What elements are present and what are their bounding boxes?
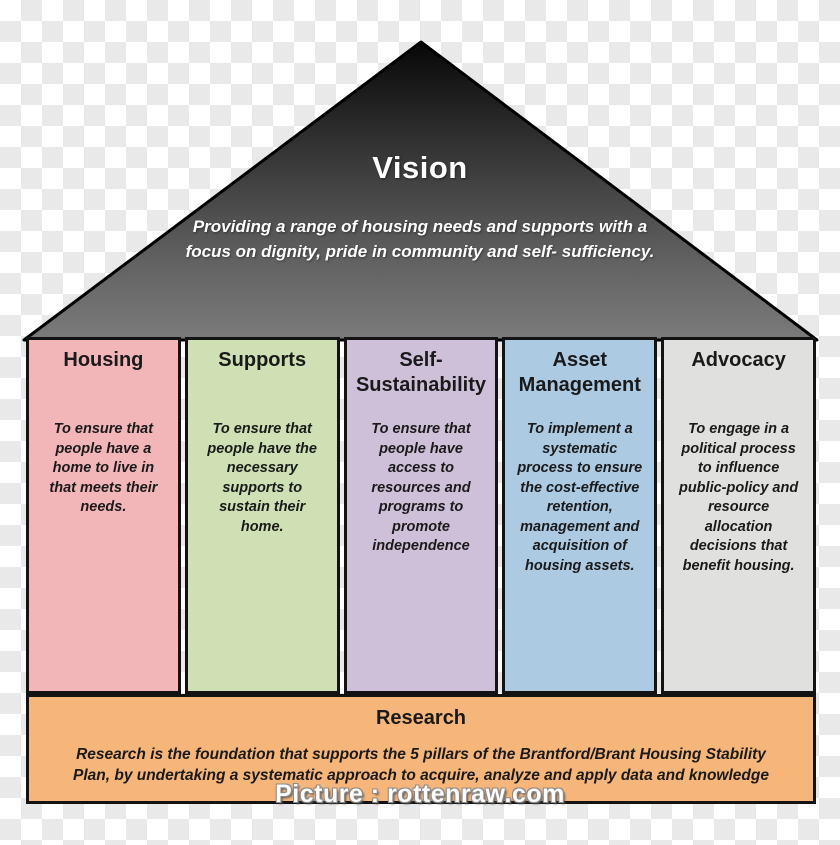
- pillar-self-sustainability-title: Self-Sustainability: [355, 349, 486, 396]
- pillar-housing: Housing To ensure that people have a hom…: [26, 337, 181, 694]
- roof-triangle: [22, 40, 819, 342]
- pillar-supports: Supports To ensure that people have the …: [184, 337, 340, 694]
- pillar-supports-body: To ensure that people have the necessary…: [207, 421, 317, 535]
- research-body: Research is the foundation that supports…: [73, 746, 769, 784]
- pillar-advocacy-body: To engage in a political process to infl…: [678, 421, 799, 574]
- pillar-housing-body: To ensure that people have a home to liv…: [49, 421, 158, 515]
- research-foundation: Research Research is the foundation that…: [26, 694, 816, 804]
- watermark-text: Picture : rottenraw.com: [275, 780, 565, 808]
- pillar-self-sustainability: Self-Sustainability To ensure that peopl…: [343, 337, 499, 694]
- pillar-advocacy-title: Advocacy: [691, 349, 786, 371]
- pillar-asset-management-title: Asset Management: [518, 349, 641, 396]
- pillar-asset-management-body: To implement a systematic process to ens…: [517, 421, 643, 574]
- pillar-supports-title: Supports: [218, 349, 307, 371]
- pillar-asset-management: Asset Management To implement a systemat…: [502, 337, 658, 694]
- pillar-self-sustainability-body: To ensure that people have access to res…: [371, 421, 471, 554]
- pillars-row: Housing To ensure that people have a hom…: [26, 337, 816, 694]
- research-title: Research: [375, 707, 467, 729]
- pillar-housing-title: Housing: [63, 349, 144, 371]
- pillar-advocacy: Advocacy To engage in a political proces…: [661, 337, 816, 694]
